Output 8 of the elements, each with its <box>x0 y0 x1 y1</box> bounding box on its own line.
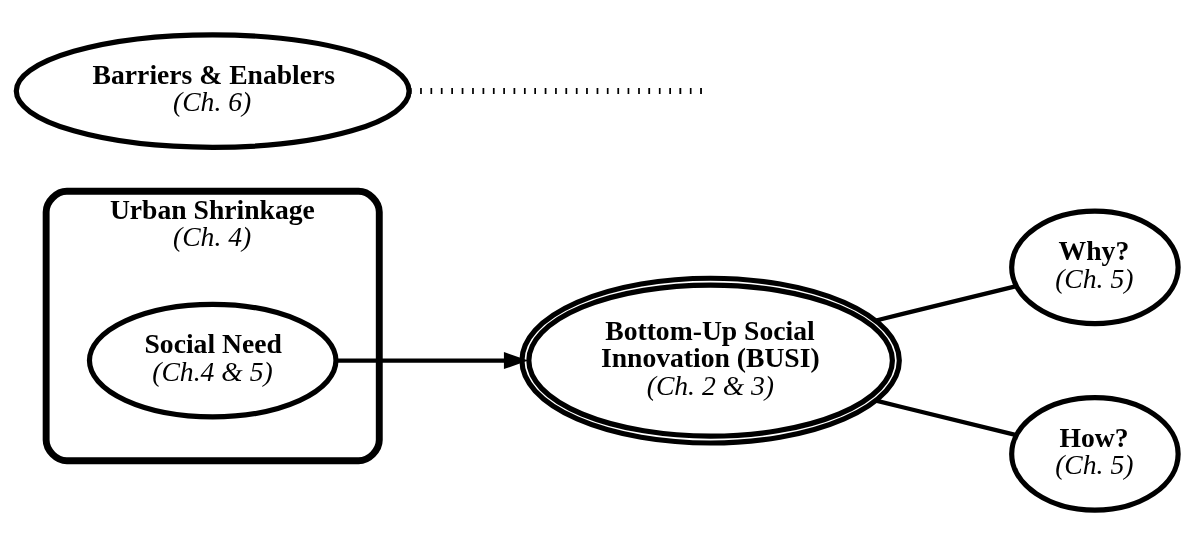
connector <box>875 284 1017 323</box>
arrow <box>336 352 529 370</box>
node-ellipse: Why? (Ch. 5) <box>1009 208 1181 327</box>
node-ellipse: Bottom-Up Social Innovation (BUSI) (Ch. 2 & 3) <box>519 275 902 446</box>
connector <box>875 398 1017 438</box>
node-ellipse: Social Need (Ch.4 & 5) <box>86 301 339 420</box>
node-ellipse: How? (Ch. 5) <box>1009 395 1181 513</box>
node-ellipse: Barriers & Enablers (Ch. 6) <box>13 32 412 150</box>
